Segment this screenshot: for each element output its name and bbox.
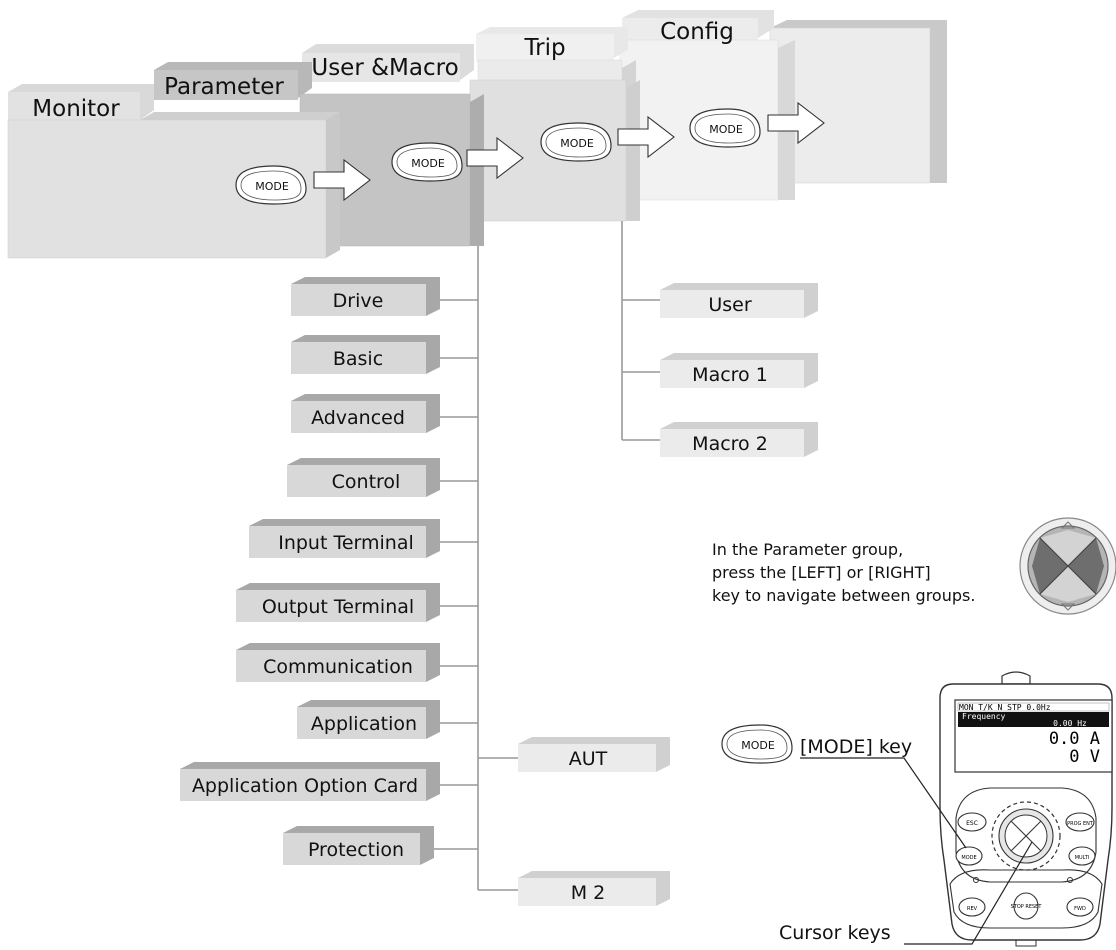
keypad-mode-button-label: MODE (961, 855, 976, 861)
keypad-cursor-keys[interactable] (991, 801, 1061, 871)
mode-key-callout-icon: MODE (721, 724, 793, 764)
tab-user-macro[interactable]: User &Macro (311, 55, 458, 81)
mode-key-3-label: MODE (560, 137, 594, 150)
tab-parameter[interactable]: Parameter (164, 74, 284, 100)
multi-button-label: MULTI (1075, 855, 1090, 861)
mode-key-1-label: MODE (255, 180, 289, 193)
group-box-communication[interactable]: Communication (236, 643, 440, 682)
keypad-button-area (949, 787, 1103, 929)
tab-user-macro-label: User &Macro (311, 55, 458, 81)
group-box-output-terminal[interactable]: Output Terminal (236, 583, 440, 622)
tab-config-label: Config (660, 19, 734, 45)
group-label-aut: AUT (569, 748, 608, 770)
tab-config[interactable]: Config (660, 19, 734, 45)
group-box-basic[interactable]: Basic (291, 335, 440, 374)
esc-button[interactable]: ESC (957, 812, 987, 832)
mode-key-4-label: MODE (709, 123, 743, 136)
fwd-button-label: FWD (1074, 906, 1086, 912)
group-box-application-option-card[interactable]: Application Option Card (180, 762, 440, 801)
lcd-line-2: 0.00 Hz (1053, 719, 1087, 728)
group-box-input-terminal[interactable]: Input Terminal (249, 519, 440, 558)
cursor-keys-callout-label: Cursor keys (779, 922, 891, 944)
group-label-drive: Drive (333, 290, 384, 312)
group-label-output-terminal: Output Terminal (262, 596, 414, 618)
mode-key-1[interactable]: MODE (235, 165, 307, 205)
group-box-macro-2[interactable]: Macro 2 (660, 422, 818, 457)
group-box-macro-1[interactable]: Macro 1 (660, 353, 818, 388)
mode-key-callout-icon-label: MODE (741, 739, 775, 752)
esc-button-label: ESC (966, 820, 978, 827)
cursor-keys-icon (1019, 517, 1116, 615)
tab-parameter-label: Parameter (164, 74, 284, 100)
navigation-note: In the Parameter group, press the [LEFT]… (712, 540, 975, 605)
mode-key-4[interactable]: MODE (689, 108, 761, 148)
cursor-keys-callout: Cursor keys (779, 841, 1033, 945)
group-label-communication: Communication (263, 656, 413, 678)
note-line-1: In the Parameter group, (712, 540, 903, 559)
group-label-application: Application (311, 713, 417, 735)
group-label-application-option-card: Application Option Card (192, 775, 418, 797)
note-line-2: press the [LEFT] or [RIGHT] (712, 563, 931, 582)
group-label-user: User (708, 294, 751, 316)
group-label-macro-1: Macro 1 (692, 364, 768, 386)
stop-reset-button-label: STOP RESET (1011, 904, 1043, 910)
group-box-user[interactable]: User (660, 283, 818, 318)
lcd-line-1: Frequency (962, 712, 1006, 721)
group-box-advanced[interactable]: Advanced (291, 394, 440, 433)
fwd-button[interactable]: FWD (1066, 897, 1094, 917)
tab-monitor-label: Monitor (32, 96, 120, 122)
multi-button[interactable]: MULTI (1068, 846, 1096, 866)
lcd-line-3: 0.0 A (1049, 729, 1100, 749)
tab-trip[interactable]: Trip (523, 35, 565, 61)
group-box-drive[interactable]: Drive (291, 277, 440, 316)
group-box-m2[interactable]: M 2 (518, 871, 670, 906)
lcd-status-bar: MON T/K N STP 0.0Hz (959, 703, 1051, 712)
mode-key-callout: MODE [MODE] key (721, 724, 967, 849)
group-label-advanced: Advanced (311, 407, 405, 429)
panel-parameter (154, 62, 484, 247)
group-label-basic: Basic (333, 348, 383, 370)
panel-monitor (7, 84, 340, 259)
keypad-lcd: MON T/K N STP 0.0Hz Frequency 0.00 Hz 0.… (954, 699, 1113, 773)
group-label-macro-2: Macro 2 (692, 433, 768, 455)
stop-reset-button[interactable]: STOP RESET (1011, 892, 1043, 920)
prog-ent-button[interactable]: PROG ENT (1065, 812, 1095, 832)
tab-trip-label: Trip (523, 35, 565, 61)
mode-key-2[interactable]: MODE (391, 142, 463, 182)
prog-ent-button-label: PROG ENT (1067, 821, 1094, 827)
led-icon (973, 877, 979, 883)
keypad-device: MON T/K N STP 0.0Hz Frequency 0.00 Hz 0.… (939, 671, 1113, 947)
keypad-mode-button[interactable]: MODE (955, 846, 983, 866)
tab-monitor[interactable]: Monitor (32, 96, 120, 122)
tree-lines (432, 221, 662, 891)
group-label-control: Control (332, 471, 401, 493)
mode-key-3[interactable]: MODE (540, 122, 612, 162)
group-label-protection: Protection (308, 839, 404, 861)
mode-key-callout-label: [MODE] key (800, 736, 912, 758)
group-label-input-terminal: Input Terminal (278, 532, 414, 554)
group-box-protection[interactable]: Protection (283, 826, 434, 865)
rev-button[interactable]: REV (958, 897, 986, 917)
group-label-m2: M 2 (571, 882, 606, 904)
note-line-3: key to navigate between groups. (712, 586, 975, 605)
rev-button-label: REV (967, 906, 978, 912)
group-box-control[interactable]: Control (287, 458, 440, 497)
mode-key-2-label: MODE (411, 157, 445, 170)
lcd-line-4: 0 V (1069, 747, 1100, 767)
led-icon (1067, 877, 1073, 883)
group-box-application[interactable]: Application (297, 700, 440, 739)
group-box-aut[interactable]: AUT (518, 737, 670, 772)
